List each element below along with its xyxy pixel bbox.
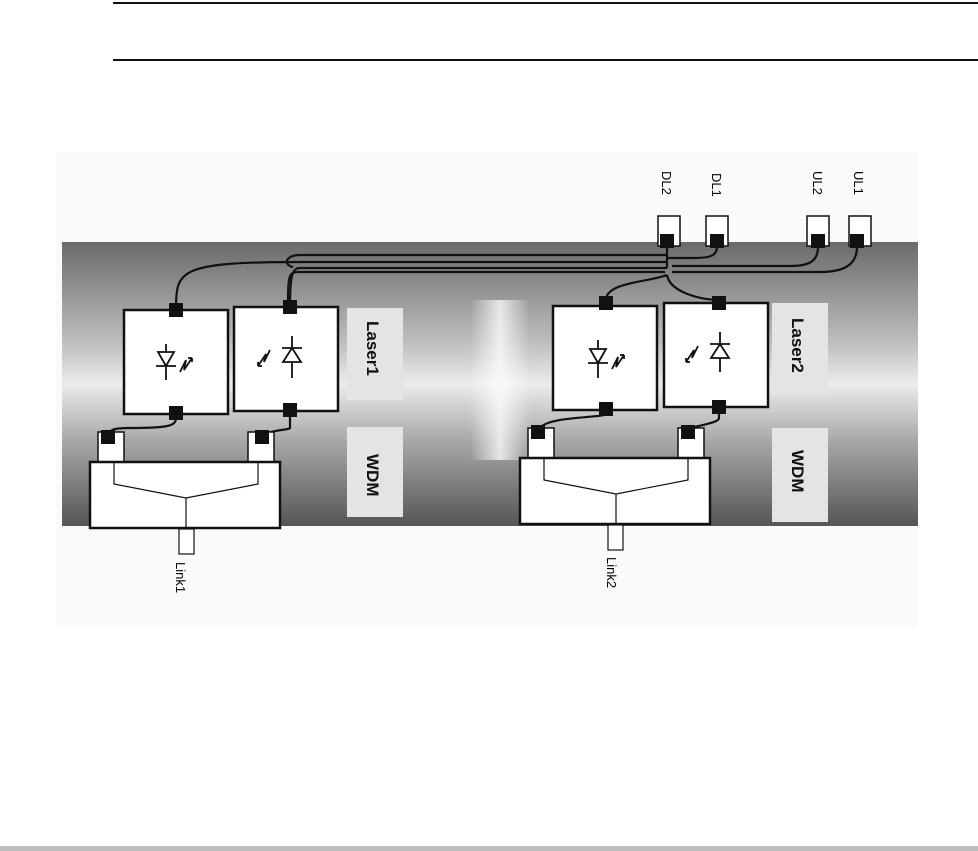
bottom-bar <box>0 846 978 851</box>
port-label-ul2: UL2 <box>810 171 825 195</box>
laser1-label: Laser1 <box>363 321 382 376</box>
link2-label: Link2 <box>604 557 619 588</box>
link1-label: Link1 <box>173 562 188 593</box>
wdm2-label: WDM <box>788 450 807 492</box>
transmitter-box <box>553 306 657 410</box>
transmitter-box <box>124 310 228 414</box>
port-label-ul1: UL1 <box>851 171 866 195</box>
laser2-label: Laser2 <box>788 318 807 373</box>
cylinder-highlight <box>470 300 530 460</box>
port-label-dl2: DL2 <box>659 171 674 195</box>
port-label-dl1: DL1 <box>709 173 724 197</box>
wdm1-label: WDM <box>363 454 382 496</box>
